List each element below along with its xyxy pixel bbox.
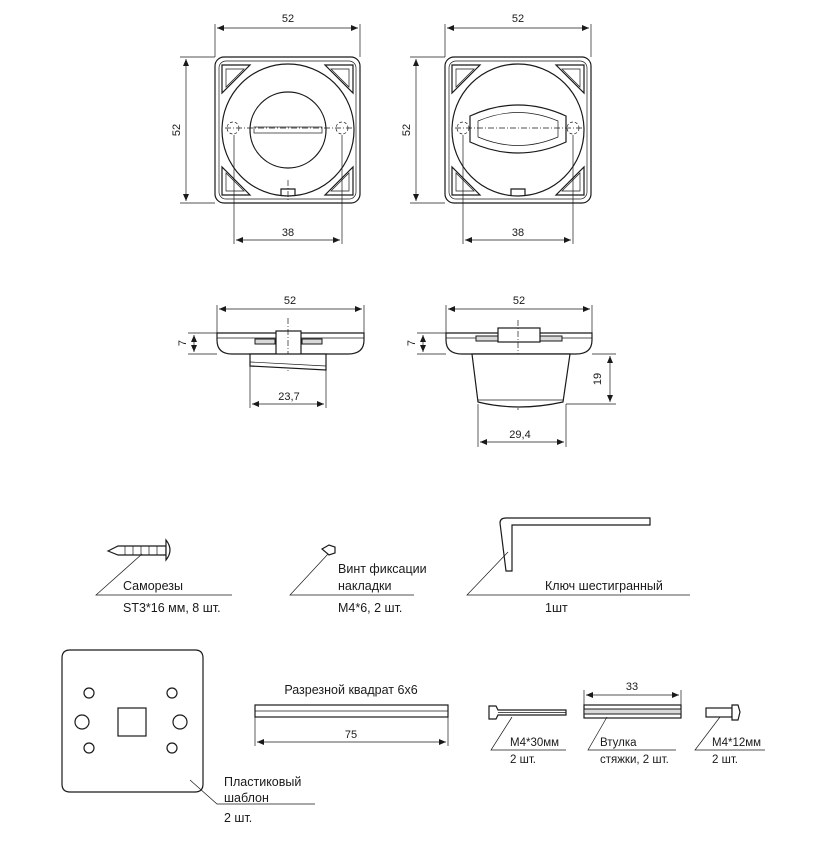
bolt-12-spec: 2 шт.: [712, 754, 738, 766]
square-rod-illustration: [254, 704, 449, 718]
dim-holes-top-left: 38: [233, 135, 343, 244]
template-title-1: Пластиковый: [224, 775, 301, 789]
dim-label: 38: [282, 227, 294, 239]
dim-label: 52: [284, 295, 296, 307]
dim-label: 52: [513, 295, 525, 307]
dim-label: 7: [177, 340, 189, 346]
bolt-30-spec: 2 шт.: [510, 754, 536, 766]
dim-holes-top-right: 38: [462, 135, 574, 244]
screw-illustration: [95, 538, 232, 596]
dim-label: 52: [171, 124, 183, 136]
dim-thickness-side-left: 7: [177, 332, 217, 355]
dim-boss-side-left: 23,7: [249, 366, 327, 408]
dim-label: 52: [282, 13, 294, 25]
side-view-right: [445, 320, 593, 410]
dim-square-rod-length: 75: [254, 717, 449, 746]
dim-knob-height-side-right: 19: [566, 353, 616, 405]
sleeve-spec: стяжки, 2 шт.: [600, 754, 669, 766]
dim-sleeve-length: 33: [583, 681, 682, 705]
dim-label: 52: [512, 13, 524, 25]
side-view-left: [216, 318, 365, 372]
fix-screw-spec: M4*6, 2 шт.: [338, 601, 402, 615]
dim-knob-width-side-right: 29,4: [477, 404, 567, 447]
hex-key-title: Ключ шестигранный: [545, 579, 663, 593]
dim-label: 19: [592, 373, 604, 385]
bolt-30-title: M4*30мм: [510, 737, 559, 749]
sleeve-illustration: [583, 704, 682, 751]
dim-thickness-side-right: 7: [406, 332, 446, 355]
dim-label: 7: [406, 340, 418, 346]
front-view-right: [444, 56, 592, 204]
bolt-12-illustration: [694, 704, 765, 751]
dim-width-top-left: 52: [214, 13, 361, 57]
sleeve-title: Втулка: [600, 737, 637, 749]
bolt-30-illustration: [488, 705, 567, 751]
dim-label: 38: [512, 227, 524, 239]
dim-label: 23,7: [278, 391, 299, 403]
plastic-template-illustration: [61, 649, 315, 805]
dim-label: 52: [401, 124, 413, 136]
fix-screw-title-2: накладки: [338, 579, 391, 593]
template-spec: 2 шт.: [224, 811, 252, 825]
screws-spec: ST3*16 мм, 8 шт.: [123, 601, 221, 615]
hex-key-spec: 1шт: [545, 601, 568, 615]
front-view-left: [214, 56, 361, 204]
square-rod-title: Разрезной квадрат 6x6: [284, 683, 417, 697]
screws-title: Саморезы: [123, 579, 183, 593]
dim-width-top-right: 52: [444, 13, 592, 57]
dim-width-side-left: 52: [216, 295, 365, 333]
template-title-2: шаблон: [224, 791, 269, 805]
bolt-12-title: M4*12мм: [712, 737, 761, 749]
dim-label: 29,4: [509, 429, 530, 441]
fix-screw-title-1: Винт фиксации: [338, 562, 427, 576]
fix-screw-illustration: [289, 544, 414, 596]
dim-height-top-left: 52: [171, 56, 215, 204]
dim-height-top-right: 52: [401, 56, 445, 204]
dim-width-side-right: 52: [445, 295, 593, 333]
hex-key-illustration: [466, 517, 690, 596]
dim-label: 33: [626, 681, 638, 693]
dim-label: 75: [345, 729, 357, 741]
